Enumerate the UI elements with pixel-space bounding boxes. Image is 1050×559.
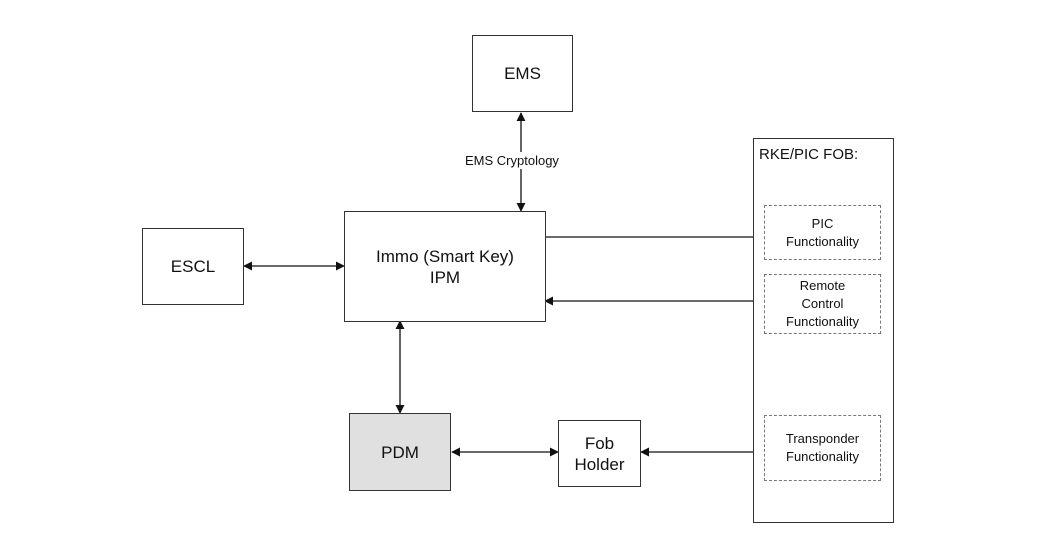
fob-holder-label-line1: Fob (584, 433, 615, 453)
remote-label-line1: Remote (799, 278, 846, 293)
pic-label-line1: PIC (811, 215, 834, 231)
ems-cryptology-label: EMS Cryptology (463, 152, 561, 169)
fob-panel-title: RKE/PIC FOB: (759, 146, 859, 163)
remote-control-functionality-node: Remote Control Functionality (764, 274, 881, 334)
ems-node: EMS (472, 35, 573, 112)
remote-label-line3: Functionality (786, 314, 859, 329)
immo-label-line2: IPM (429, 267, 461, 287)
escl-node: ESCL (142, 228, 244, 305)
remote-label-line2: Control (801, 296, 844, 311)
pdm-label: PDM (381, 442, 419, 462)
pdm-node: PDM (349, 413, 451, 491)
pic-functionality-node: PIC Functionality (764, 205, 881, 260)
transponder-label-line1: Transponder (785, 431, 860, 446)
ems-label: EMS (504, 64, 541, 83)
immo-label-line1: Immo (Smart Key) (376, 246, 514, 266)
transponder-label-line2: Functionality (786, 449, 859, 464)
escl-label: ESCL (170, 257, 216, 276)
transponder-functionality-node: Transponder Functionality (764, 415, 881, 481)
immo-node: Immo (Smart Key) IPM (344, 211, 546, 322)
pic-label-line2: Functionality (786, 233, 859, 249)
fob-holder-label-line2: Holder (574, 454, 625, 474)
fob-holder-node: Fob Holder (558, 420, 641, 487)
